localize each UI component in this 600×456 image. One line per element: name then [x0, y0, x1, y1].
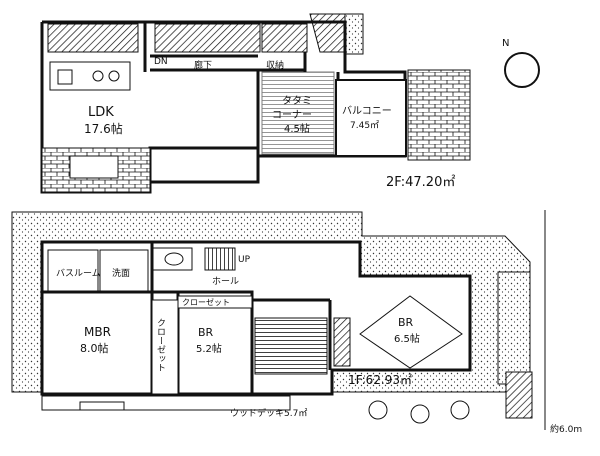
compass-needle-icon [512, 58, 532, 82]
f1-stairs-small [204, 247, 236, 271]
wash-label: 洗面 [112, 267, 130, 279]
plant-icon-3 [450, 400, 470, 420]
balcony-brick [407, 69, 471, 161]
hall-label: ホール [212, 276, 239, 287]
closet-h-label: クローゼット [182, 297, 230, 307]
f2-appliance [69, 155, 119, 179]
up-label: UP [238, 255, 251, 265]
wash-room [99, 249, 149, 293]
mbr-label: MBR [84, 325, 111, 339]
br2-closet [333, 317, 351, 367]
toilet-icon [164, 252, 184, 266]
floor2-area: 2F:47.20㎡ [386, 175, 455, 190]
toilet-room [151, 247, 193, 271]
wood-deck [41, 395, 291, 411]
f1-stairs [254, 317, 328, 375]
f2-hatch-right [261, 23, 308, 53]
stove-burner [92, 70, 104, 82]
dn-label: DN [154, 57, 168, 67]
balcony-room [335, 79, 407, 157]
br1-label: BR [198, 326, 214, 339]
road-label: 約6.0m [550, 423, 582, 435]
tatami-stairs [261, 71, 335, 155]
closet-horizontal [177, 295, 253, 309]
storage-label: 収納 [266, 59, 284, 71]
ldk-size: 17.6帖 [84, 121, 123, 136]
kitchen-sink [57, 69, 73, 85]
bath-label: バスルーム [56, 268, 101, 279]
gate [505, 371, 533, 419]
stove-burner-2 [108, 70, 120, 82]
br2-label: BR [398, 316, 414, 329]
f2-walls [40, 20, 407, 158]
balcony-size: 7.45㎡ [350, 120, 379, 131]
mbr-size: 8.0帖 [80, 342, 109, 355]
compass-n-icon: N [502, 38, 509, 49]
balcony-label: バルコニー [342, 105, 392, 117]
br2-size: 6.5帖 [394, 332, 420, 345]
tatami-size: 4.5帖 [284, 122, 310, 135]
hallway-label: 廊下 [194, 59, 212, 71]
floor1-area: 1F:62.93㎡ [348, 373, 412, 387]
tatami-label-2: コーナー [272, 109, 312, 121]
side-garden [497, 271, 531, 385]
deck-label: ウッドデッキ5.7㎡ [230, 407, 307, 419]
ldk-label: LDK [88, 105, 114, 120]
plant-icon-2 [410, 404, 430, 424]
f2-dotted-strip [344, 13, 364, 55]
closet-v-label: クローゼット [155, 318, 166, 372]
br1-size: 5.2帖 [196, 342, 222, 355]
f2-storage-hatch-left [47, 23, 139, 53]
closet-vertical [151, 299, 179, 395]
tatami-label: タタミ [282, 95, 312, 107]
compass-icon [504, 52, 540, 88]
bath-room [47, 249, 99, 293]
deck-step [79, 401, 125, 411]
plant-icon [368, 400, 388, 420]
br2-diamond [359, 295, 463, 369]
f2-stairs-top [154, 23, 261, 53]
f2-hatch-corner [309, 13, 346, 53]
